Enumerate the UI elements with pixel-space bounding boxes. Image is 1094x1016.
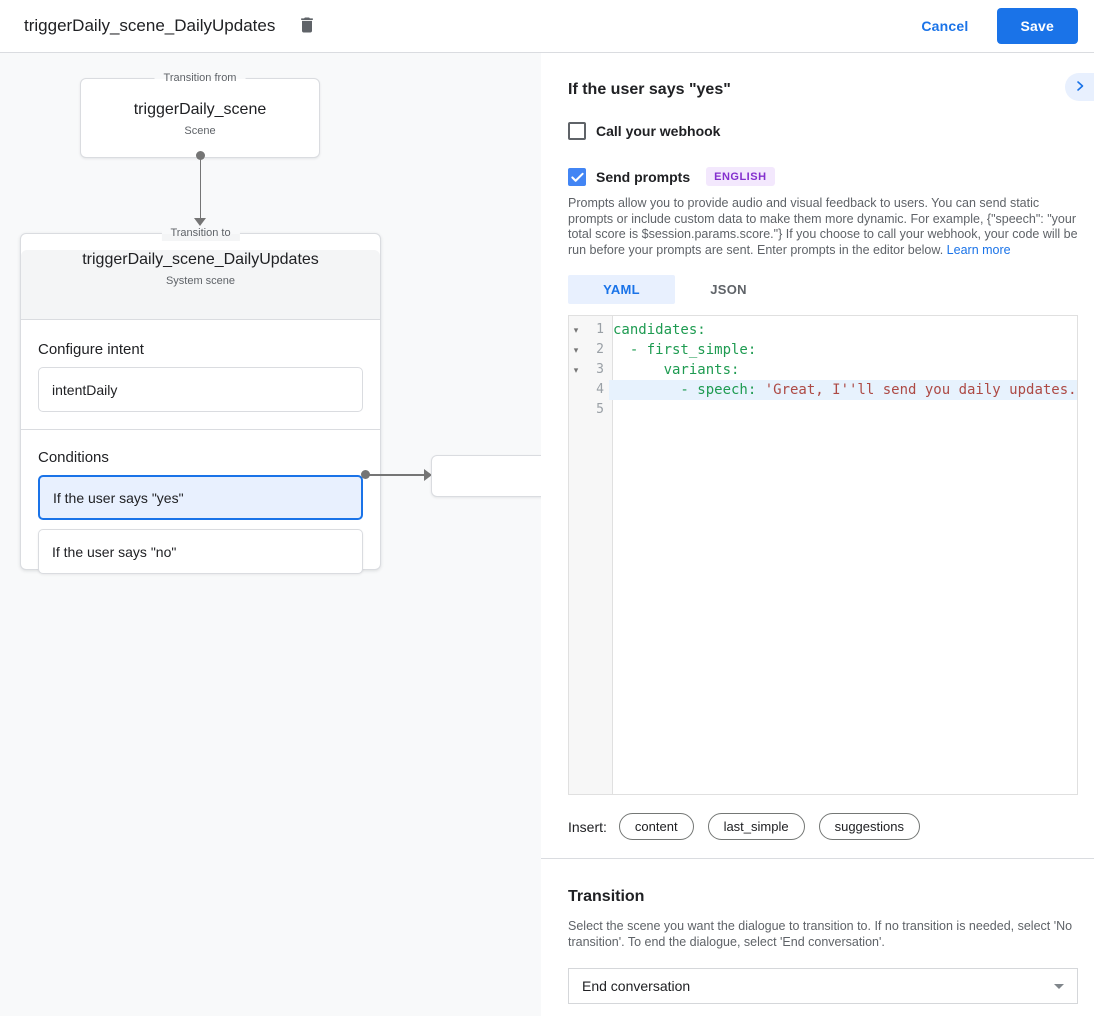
code-lines: ▾ 1 candidates: ▾ 2 - first_simple: ▾ 3 varian… xyxy=(569,316,1077,420)
tab-yaml[interactable]: YAML xyxy=(568,275,675,304)
transition-to-legend: Transition to xyxy=(161,226,240,241)
yaml-code-editor[interactable]: ▾ 1 candidates: ▾ 2 - first_simple: ▾ 3 varian… xyxy=(568,315,1078,795)
line-number: 4 xyxy=(596,382,604,397)
from-scene-name: triggerDaily_scene xyxy=(133,101,267,118)
code-text[interactable]: - speech: 'Great, I''ll send you daily u… xyxy=(609,380,1077,400)
send-prompts-checkbox[interactable] xyxy=(568,167,586,186)
prompts-description: Prompts allow you to provide audio and v… xyxy=(568,196,1078,257)
connector-dot xyxy=(361,470,370,479)
conditions-heading: Conditions xyxy=(38,449,109,466)
connector-line-horizontal xyxy=(366,474,424,476)
intent-item[interactable]: intentDaily xyxy=(38,367,363,412)
condition-item-yes[interactable]: If the user says "yes" xyxy=(38,475,363,520)
send-prompts-label: Send prompts xyxy=(596,168,691,185)
scene-body: Configure intent intentDaily Conditions … xyxy=(21,341,380,574)
connector-dot xyxy=(195,151,205,160)
fold-arrow-icon[interactable]: ▾ xyxy=(573,325,579,335)
code-line: 4 - speech: 'Great, I''ll send you daily… xyxy=(569,380,1077,400)
insert-chip-last-simple[interactable]: last_simple xyxy=(707,813,805,840)
configure-intent-heading: Configure intent xyxy=(38,341,144,358)
collapse-panel-button[interactable] xyxy=(1065,73,1094,101)
top-bar-actions: Cancel Save xyxy=(921,8,1078,44)
fold-arrow-icon[interactable]: ▾ xyxy=(573,365,579,375)
code-line: ▾ 3 variants: xyxy=(569,360,1077,380)
delete-button[interactable] xyxy=(293,12,321,40)
dropdown-caret-icon xyxy=(1054,983,1064,989)
fold-spacer xyxy=(569,400,583,420)
line-number: 1 xyxy=(596,322,604,337)
line-number: 5 xyxy=(596,402,604,417)
fold-spacer xyxy=(569,380,583,400)
code-text[interactable]: - first_simple: xyxy=(613,342,757,358)
transition-from-legend: Transition from xyxy=(154,71,246,86)
condition-label: If the user says "no" xyxy=(52,543,177,560)
arrow-right-icon xyxy=(424,469,432,481)
editor-tabs: YAML JSON xyxy=(568,275,1078,304)
panel-divider xyxy=(541,858,1094,859)
transition-heading: Transition xyxy=(568,888,645,905)
webhook-label: Call your webhook xyxy=(596,123,721,139)
condition-item-no[interactable]: If the user says "no" xyxy=(38,529,363,574)
insert-label: Insert: xyxy=(568,818,607,835)
transition-from-node[interactable]: Transition from triggerDaily_scene Scene xyxy=(80,71,320,160)
language-badge: ENGLISH xyxy=(706,167,775,186)
transition-selected-value: End conversation xyxy=(582,978,691,994)
code-text[interactable]: candidates: xyxy=(613,322,706,338)
arrow-down-icon xyxy=(194,218,206,226)
next-node-stub[interactable] xyxy=(431,455,541,497)
to-scene-type: System scene xyxy=(165,275,236,287)
editor-gutter xyxy=(569,316,613,794)
from-scene-type: Scene xyxy=(184,125,216,137)
to-scene-name: triggerDaily_scene_DailyUpdates xyxy=(82,251,319,268)
condition-title: If the user says "yes" xyxy=(568,81,731,98)
code-line: ▾ 2 - first_simple: xyxy=(569,340,1077,360)
transition-to-node: Transition to triggerDaily_scene_DailyUp… xyxy=(20,226,381,574)
insert-chip-suggestions[interactable]: suggestions xyxy=(818,813,920,840)
transition-select[interactable]: End conversation xyxy=(568,968,1078,1004)
line-number: 2 xyxy=(596,342,604,357)
tab-json[interactable]: JSON xyxy=(710,282,747,297)
webhook-checkbox[interactable] xyxy=(568,122,586,140)
trash-icon xyxy=(297,15,317,38)
learn-more-link[interactable]: Learn more xyxy=(946,242,1011,257)
condition-detail-panel: If the user says "yes" Call your webhook… xyxy=(541,53,1094,1016)
fold-arrow-icon[interactable]: ▾ xyxy=(573,345,579,355)
transition-description: Select the scene you want the dialogue t… xyxy=(568,919,1073,949)
chevron-right-icon xyxy=(1074,80,1086,95)
insert-chip-content[interactable]: content xyxy=(618,813,694,840)
insert-row: Insert: content last_simple suggestions xyxy=(568,813,1078,840)
code-line: 5 xyxy=(569,400,1077,420)
save-button[interactable]: Save xyxy=(996,8,1078,44)
send-prompts-row: Send prompts ENGLISH xyxy=(568,167,1078,186)
webhook-row: Call your webhook xyxy=(568,122,1078,140)
intent-name: intentDaily xyxy=(52,381,118,398)
top-bar: triggerDaily_scene_DailyUpdates Cancel S… xyxy=(0,0,1094,53)
connector-line-vertical xyxy=(199,158,201,218)
code-text[interactable] xyxy=(609,400,1077,420)
cancel-button[interactable]: Cancel xyxy=(921,18,969,34)
page-title: triggerDaily_scene_DailyUpdates xyxy=(24,16,276,35)
flow-diagram-canvas: Transition from triggerDaily_scene Scene… xyxy=(0,53,541,1016)
code-line: ▾ 1 candidates: xyxy=(569,320,1077,340)
scene-header: triggerDaily_scene_DailyUpdates System s… xyxy=(21,250,380,320)
code-text[interactable]: variants: xyxy=(613,362,740,378)
section-divider xyxy=(21,429,380,430)
condition-label: If the user says "yes" xyxy=(53,489,184,506)
line-number: 3 xyxy=(596,362,604,377)
